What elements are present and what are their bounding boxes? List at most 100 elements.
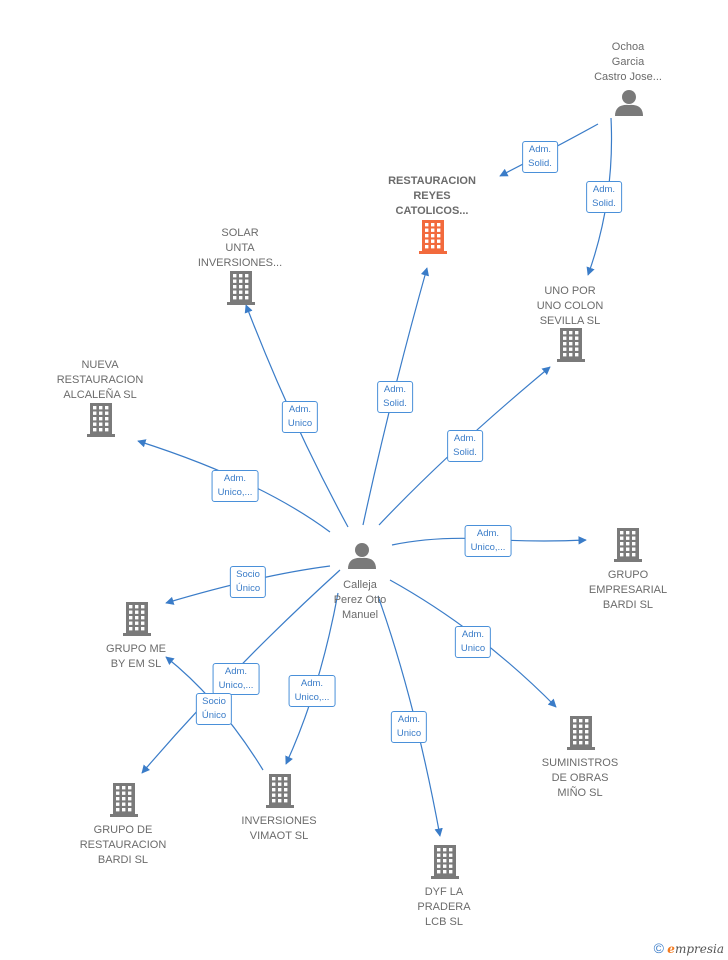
node-label-line: GRUPO (607, 569, 649, 581)
edge-label-calleja-to-nueva[interactable]: Adm. Unico,... (211, 470, 259, 502)
node-label-line: GRUPO DE (93, 824, 153, 836)
building-icon[interactable] (419, 220, 447, 254)
building-icon[interactable] (431, 845, 459, 879)
edge-calleja-to-dyf (377, 595, 443, 837)
node-label-line: EMPRESARIAL (588, 584, 668, 596)
edge-label-line: Adm. (461, 629, 485, 640)
edge-label-line: Solid. (528, 158, 552, 169)
node-label-line: CATOLICOS... (395, 205, 469, 217)
edge-label-line: Unico (287, 418, 313, 429)
edge-label-ochoa-to-uno_por_uno[interactable]: Adm. Solid. (586, 181, 622, 213)
edge-label-line: Unico,... (294, 692, 330, 703)
node-label-nueva[interactable]: NUEVA RESTAURACION ALCALEÑA SL (57, 358, 144, 403)
node-label-line: UNTA (225, 242, 255, 254)
node-label-line: NUEVA (81, 359, 119, 371)
edge-label-line: Adm. (300, 678, 324, 689)
node-label-line: PRADERA (417, 901, 471, 913)
edge-label-line: Unico (460, 643, 486, 654)
edge-label-line: Adm. (476, 528, 500, 539)
edge-label-line: Unico,... (470, 542, 506, 553)
edge-label-line: Unico,... (217, 487, 253, 498)
node-label-line: GRUPO ME (106, 643, 166, 655)
node-label-line: RESTAURACION (79, 839, 167, 851)
node-label-inversiones_vimaot[interactable]: INVERSIONES VIMAOT SL (241, 814, 316, 844)
building-icon[interactable] (110, 783, 138, 817)
edge-label-calleja-to-uno_por_uno[interactable]: Adm. Solid. (447, 430, 483, 462)
building-icon[interactable] (614, 528, 642, 562)
brand-footer: © empresia (654, 940, 724, 956)
node-label-line: SOLAR (221, 227, 259, 239)
brand-logo-text: mpresia (674, 942, 724, 956)
edge-label-line: Adm. (592, 184, 616, 195)
node-label-line: Garcia (611, 56, 645, 68)
edge-label-line: Unico,... (218, 680, 254, 691)
edge-label-calleja-to-restauracion_reyes[interactable]: Adm. Solid. (377, 381, 413, 413)
node-label-line: BARDI SL (602, 599, 654, 611)
edge-label-calleja-to-dyf[interactable]: Adm. Unico (390, 711, 428, 743)
edge-label-line: Único (235, 583, 261, 594)
edge-label-line: Adm. (397, 714, 421, 725)
edge-label-line: Unico (396, 728, 422, 739)
edge-label-line: Adm. (288, 404, 312, 415)
node-label-line: SEVILLA SL (539, 315, 601, 327)
building-icon[interactable] (123, 602, 151, 636)
node-label-grupo_me[interactable]: GRUPO ME BY EM SL (106, 642, 166, 672)
edge-label-line: Adm. (383, 384, 407, 395)
person-icon[interactable] (615, 90, 643, 116)
node-label-line: VIMAOT SL (249, 830, 309, 842)
node-label-line: UNO COLON (536, 300, 604, 312)
node-label-line: RESTAURACION (56, 374, 144, 386)
node-label-line: BY EM SL (110, 658, 162, 670)
edge-label-line: Socio (202, 696, 226, 707)
building-icon[interactable] (266, 774, 294, 808)
building-icon[interactable] (87, 403, 115, 437)
node-label-line: Manuel (341, 609, 379, 621)
node-label-line: UNO POR (544, 285, 596, 297)
edge-label-calleja-to-solar[interactable]: Adm. Unico (281, 401, 319, 433)
node-label-grupo_empresarial[interactable]: GRUPO EMPRESARIAL BARDI SL (589, 568, 667, 613)
node-label-line: Perez Otto (333, 594, 387, 606)
node-label-restauracion_reyes[interactable]: RESTAURACION REYES CATOLICOS... (388, 174, 476, 219)
node-label-line: DYF LA (424, 886, 464, 898)
edge-label-calleja-to-grupo_rest[interactable]: Adm. Unico,... (212, 663, 260, 695)
node-label-dyf[interactable]: DYF LA PRADERA LCB SL (417, 885, 470, 930)
edge-label-line: Solid. (592, 198, 616, 209)
node-label-line: INVERSIONES (241, 815, 317, 827)
node-label-line: LCB SL (425, 916, 463, 928)
building-icon[interactable] (227, 271, 255, 305)
node-label-line: ALCALEÑA SL (63, 389, 137, 401)
edge-label-line: Solid. (453, 447, 477, 458)
node-label-line: MIÑO SL (557, 787, 603, 799)
copyright-icon: © (653, 940, 664, 956)
edge-label-calleja-to-grupo_empresarial[interactable]: Adm. Unico,... (464, 525, 512, 557)
edge-label-calleja-to-suministros[interactable]: Adm. Unico (454, 626, 492, 658)
edge-label-ochoa-to-restauracion_reyes[interactable]: Adm. Solid. (522, 141, 558, 173)
node-label-line: REYES (413, 190, 451, 202)
brand-logo-initial: e (667, 942, 675, 956)
node-label-line: RESTAURACION (388, 175, 476, 187)
edge-label-line: Adm. (453, 433, 477, 444)
node-label-line: Calleja (343, 579, 377, 591)
node-label-line: SUMINISTROS (541, 757, 619, 769)
node-label-suministros[interactable]: SUMINISTROS DE OBRAS MIÑO SL (542, 756, 618, 801)
edge-label-line: Adm. (223, 473, 247, 484)
node-label-uno_por_uno[interactable]: UNO POR UNO COLON SEVILLA SL (537, 284, 604, 329)
edge-label-line: Socio (236, 569, 260, 580)
building-icon[interactable] (557, 328, 585, 362)
edge-label-line: Solid. (383, 398, 407, 409)
edge-label-line: Adm. (528, 144, 552, 155)
edge-label-calleja-to-inversiones_vimaot[interactable]: Adm. Unico,... (288, 675, 336, 707)
person-icon[interactable] (348, 543, 376, 569)
node-label-line: Ochoa (611, 41, 645, 53)
node-label-line: DE OBRAS (551, 772, 609, 784)
building-icon[interactable] (567, 716, 595, 750)
node-label-line: Castro Jose... (594, 71, 662, 83)
edge-label-line: Adm. (224, 666, 248, 677)
